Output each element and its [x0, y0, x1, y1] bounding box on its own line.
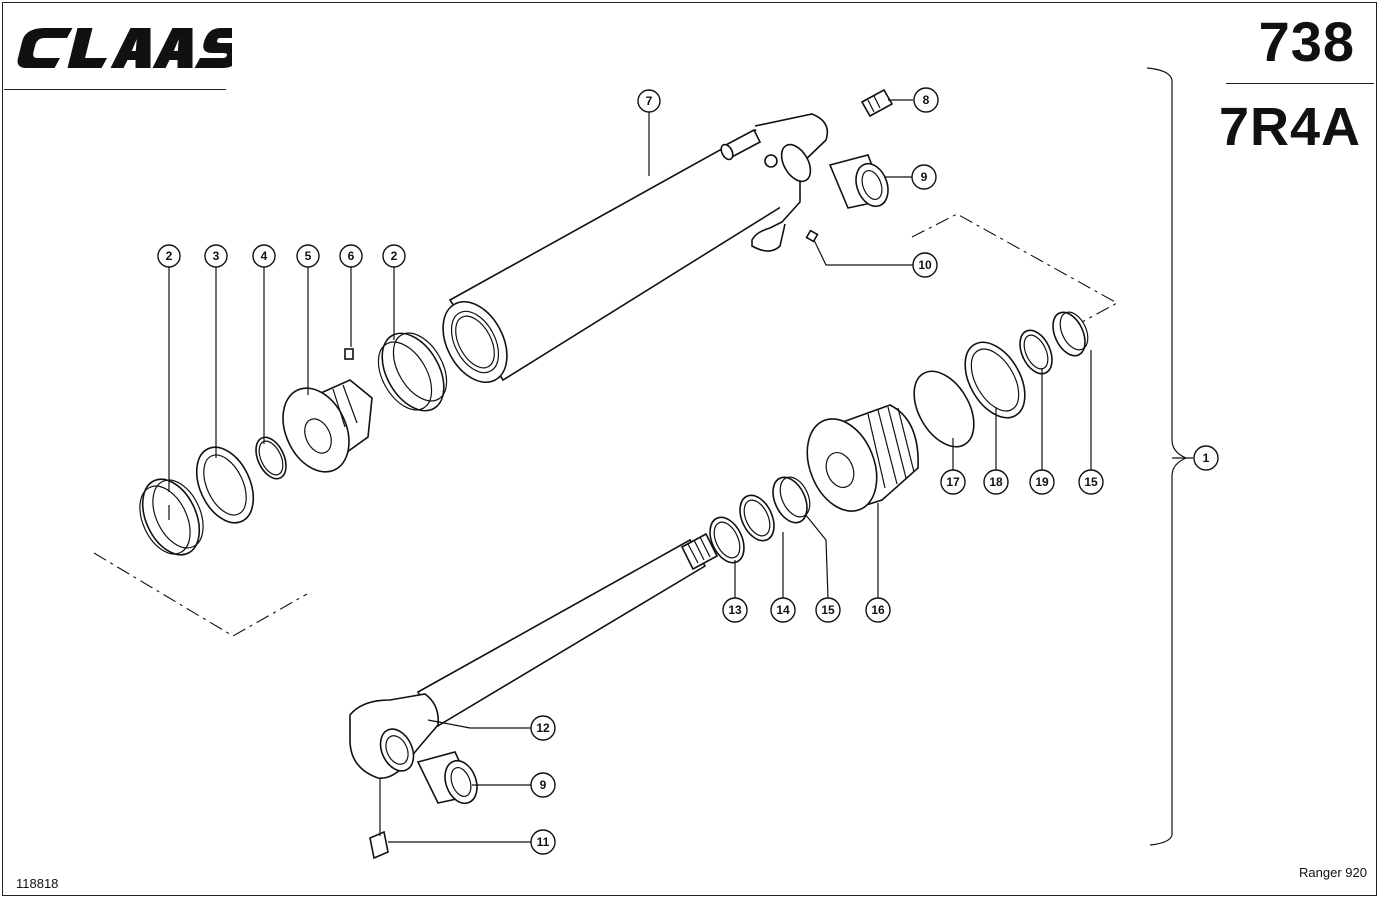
- svg-text:13: 13: [728, 603, 742, 617]
- o-ring-4: [255, 436, 287, 480]
- bushing-top: [828, 154, 889, 209]
- svg-text:2: 2: [391, 249, 398, 263]
- svg-text:9: 9: [921, 170, 928, 184]
- svg-text:6: 6: [348, 249, 355, 263]
- grease-nipple: [860, 88, 894, 118]
- leader-lines: [168, 99, 1193, 843]
- svg-text:18: 18: [989, 475, 1003, 489]
- seal-19: [1019, 329, 1053, 375]
- group-code: 7R4A: [1218, 97, 1361, 157]
- callout-2-left[interactable]: 2: [157, 244, 181, 268]
- header-divider: [1226, 83, 1374, 84]
- callout-11[interactable]: 11: [530, 829, 556, 855]
- cylinder-barrel: [442, 113, 829, 383]
- callout-2-right[interactable]: 2: [382, 244, 406, 268]
- o-ring-17: [913, 370, 975, 448]
- callout-12[interactable]: 12: [530, 715, 556, 741]
- callout-5[interactable]: 5: [296, 244, 320, 268]
- seal-13: [709, 516, 745, 564]
- cylinder-head: [806, 404, 919, 512]
- svg-text:9: 9: [540, 778, 547, 792]
- callout-8[interactable]: 8: [913, 87, 939, 113]
- lubricator-11: [369, 830, 389, 860]
- callout-10[interactable]: 10: [912, 252, 938, 278]
- callout-1[interactable]: 1: [1193, 445, 1219, 471]
- callout-9-bottom[interactable]: 9: [530, 772, 556, 798]
- callout-13[interactable]: 13: [722, 597, 748, 623]
- axis-line-top: [93, 552, 308, 637]
- callout-19[interactable]: 19: [1029, 469, 1055, 495]
- callout-14[interactable]: 14: [770, 597, 796, 623]
- bushing-bottom: [416, 751, 478, 805]
- page-number: 738: [1258, 10, 1355, 73]
- svg-text:4: 4: [261, 249, 268, 263]
- grub-screw-6: [344, 348, 354, 360]
- callout-15-right[interactable]: 15: [1078, 469, 1104, 495]
- svg-text:5: 5: [305, 249, 312, 263]
- callout-18[interactable]: 18: [983, 469, 1009, 495]
- svg-text:3: 3: [213, 249, 220, 263]
- callout-4[interactable]: 4: [252, 244, 276, 268]
- logo-underline: [4, 89, 226, 90]
- drawing-number: 118818: [16, 876, 59, 891]
- callout-15-bottom[interactable]: 15: [815, 597, 841, 623]
- claas-logo: [12, 22, 249, 77]
- svg-text:15: 15: [821, 603, 835, 617]
- piston: [282, 379, 373, 473]
- ring-15: [772, 476, 811, 524]
- axis-line-right: [911, 213, 1119, 323]
- callout-16[interactable]: 16: [865, 597, 891, 623]
- assembly-bracket: [1146, 67, 1188, 846]
- callout-9-top[interactable]: 9: [911, 164, 937, 190]
- piston-rod: [349, 532, 719, 779]
- model-name: Ranger 920: [1299, 865, 1367, 880]
- callout-3[interactable]: 3: [204, 244, 228, 268]
- svg-text:8: 8: [923, 93, 930, 107]
- svg-text:1: 1: [1203, 451, 1210, 465]
- seal-ring-3: [195, 446, 255, 524]
- callout-7[interactable]: 7: [637, 89, 661, 113]
- svg-text:15: 15: [1084, 475, 1098, 489]
- svg-text:7: 7: [646, 94, 653, 108]
- svg-text:14: 14: [776, 603, 790, 617]
- svg-text:17: 17: [946, 475, 960, 489]
- svg-text:11: 11: [537, 835, 550, 849]
- svg-text:19: 19: [1035, 475, 1049, 489]
- seal-14: [739, 494, 775, 542]
- guide-ring-left: [139, 478, 204, 556]
- callout-17[interactable]: 17: [940, 469, 966, 495]
- svg-text:12: 12: [536, 721, 550, 735]
- ring-15-right: [1052, 311, 1089, 357]
- callout-6[interactable]: 6: [339, 244, 363, 268]
- svg-text:2: 2: [166, 249, 173, 263]
- guide-ring-2-top: [377, 332, 448, 412]
- svg-text:16: 16: [871, 603, 885, 617]
- svg-text:10: 10: [918, 258, 932, 272]
- set-screw-top: [805, 229, 819, 243]
- backup-ring-18: [964, 341, 1026, 419]
